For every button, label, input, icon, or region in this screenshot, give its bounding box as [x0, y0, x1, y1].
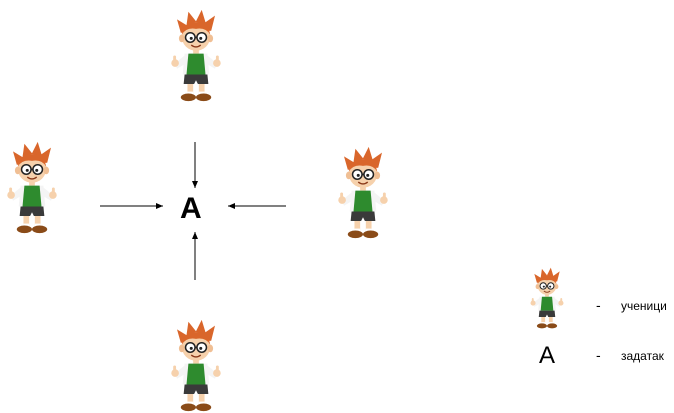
legend-student-icon — [528, 266, 566, 330]
task-a-label: A — [180, 192, 202, 225]
legend-task-label: задатак — [621, 349, 664, 363]
legend-student-label: ученици — [621, 299, 667, 313]
legend-task-dash: - — [596, 347, 601, 363]
legend-student-dash: - — [596, 297, 601, 313]
student-icon — [528, 266, 566, 330]
legend-task-symbol: A — [539, 342, 556, 369]
